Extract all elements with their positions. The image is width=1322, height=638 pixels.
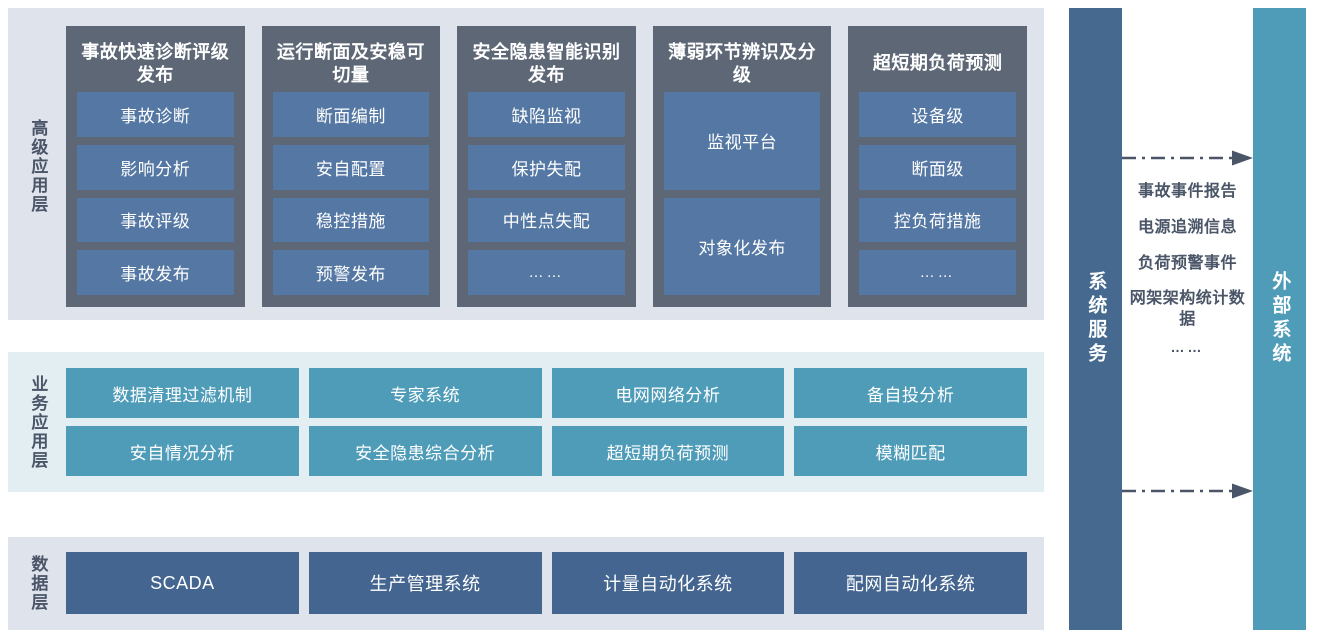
advanced-item[interactable]: 断面编制: [272, 92, 430, 137]
advanced-item[interactable]: 事故诊断: [77, 92, 234, 137]
business-item[interactable]: 模糊匹配: [794, 426, 1027, 476]
flow-message: 网架架构统计数据: [1129, 290, 1246, 329]
data-source-item[interactable]: SCADA: [66, 552, 299, 614]
business-item[interactable]: 电网网络分析: [551, 368, 785, 418]
advanced-item[interactable]: 监视平台: [663, 92, 821, 190]
data-source-item[interactable]: 生产管理系统: [308, 552, 542, 614]
business-item[interactable]: 数据清理过滤机制: [66, 368, 299, 418]
advanced-column-items: 事故诊断 影响分析 事故评级 事故发布: [77, 92, 234, 295]
advanced-item[interactable]: 控负荷措施: [859, 197, 1016, 243]
data-source-item[interactable]: 配网自动化系统: [794, 552, 1027, 614]
business-application-layer-label: 业务应用层: [28, 374, 48, 470]
advanced-item[interactable]: 缺陷监视: [468, 92, 625, 137]
advanced-item[interactable]: 设备级: [859, 92, 1016, 137]
flow-message-ellipsis: ……: [1170, 338, 1205, 355]
business-item[interactable]: 超短期负荷预测: [551, 426, 785, 476]
business-item[interactable]: 安自情况分析: [66, 426, 299, 476]
advanced-item[interactable]: 中性点失配: [468, 197, 625, 243]
advanced-item[interactable]: 事故发布: [77, 250, 234, 295]
business-item[interactable]: 备自投分析: [794, 368, 1027, 418]
flow-message: 负荷预警事件: [1137, 254, 1237, 272]
advanced-item[interactable]: 事故评级: [77, 197, 234, 243]
advanced-item[interactable]: 安自配置: [272, 144, 430, 190]
flow-arrow-top-icon: [1122, 150, 1253, 166]
advanced-column-load-forecast: 超短期负荷预测 设备级 断面级 控负荷措施 ……: [848, 26, 1027, 307]
flow-message: 事故事件报告: [1137, 183, 1237, 200]
business-application-layer: 业务应用层 数据清理过滤机制 专家系统 电网网络分析 备自投分析 安自情况分析 …: [8, 352, 1044, 492]
flow-message-list: 事故事件报告 电源追溯信息 负荷预警事件 网架架构统计数据 ……: [1122, 182, 1253, 356]
advanced-column-title: 事故快速诊断评级发布: [81, 41, 230, 85]
system-service-label: 系统服务: [1085, 271, 1107, 367]
advanced-item[interactable]: 影响分析: [77, 144, 234, 190]
advanced-item-ellipsis[interactable]: ……: [468, 250, 625, 295]
advanced-column-section-stability: 运行断面及安稳可切量 断面编制 安自配置 稳控措施 预警发布: [261, 26, 441, 307]
flow-message: 电源追溯信息: [1137, 218, 1237, 236]
advanced-application-layer-label: 高级应用层: [28, 119, 48, 214]
advanced-column-title: 超短期负荷预测: [872, 53, 1003, 74]
advanced-column-weak-link: 薄弱环节辨识及分级 监视平台 对象化发布: [652, 26, 832, 307]
data-layer-label: 数据层: [28, 554, 48, 612]
advanced-application-layer: 高级应用层 事故快速诊断评级发布 事故诊断 影响分析 事故评级 事故发布 运行断…: [8, 8, 1044, 320]
advanced-column-items: 断面编制 安自配置 稳控措施 预警发布: [272, 92, 430, 295]
flow-region: 事故事件报告 电源追溯信息 负荷预警事件 网架架构统计数据 ……: [1122, 8, 1253, 630]
advanced-item[interactable]: 断面级: [859, 144, 1016, 190]
data-layer-items: SCADA 生产管理系统 计量自动化系统 配网自动化系统: [66, 552, 1036, 614]
external-system-label: 外部系统: [1269, 271, 1291, 367]
advanced-item[interactable]: 保护失配: [468, 144, 625, 190]
advanced-column-title: 薄弱环节辨识及分级: [668, 41, 817, 85]
architecture-layers: 高级应用层 事故快速诊断评级发布 事故诊断 影响分析 事故评级 事故发布 运行断…: [8, 8, 1044, 630]
advanced-column-items: 设备级 断面级 控负荷措施 ……: [859, 92, 1016, 295]
advanced-column-items: 缺陷监视 保护失配 中性点失配 ……: [468, 92, 625, 295]
flow-arrow-bottom-icon: [1122, 483, 1253, 499]
advanced-column-items: 监视平台 对象化发布: [663, 92, 821, 295]
advanced-column-accident-diagnosis: 事故快速诊断评级发布 事故诊断 影响分析 事故评级 事故发布: [66, 26, 245, 307]
advanced-item-ellipsis[interactable]: ……: [859, 250, 1016, 295]
advanced-column-hazard-recognition: 安全隐患智能识别发布 缺陷监视 保护失配 中性点失配 ……: [457, 26, 636, 307]
business-item[interactable]: 安全隐患综合分析: [308, 426, 542, 476]
data-layer: 数据层 SCADA 生产管理系统 计量自动化系统 配网自动化系统: [8, 537, 1044, 630]
system-service-bar[interactable]: 系统服务: [1069, 8, 1122, 630]
business-application-items: 数据清理过滤机制 专家系统 电网网络分析 备自投分析 安自情况分析 安全隐患综合…: [66, 368, 1036, 476]
business-item[interactable]: 专家系统: [308, 368, 542, 418]
advanced-application-columns: 事故快速诊断评级发布 事故诊断 影响分析 事故评级 事故发布 运行断面及安稳可切…: [66, 26, 1036, 307]
advanced-column-title: 安全隐患智能识别发布: [472, 41, 621, 85]
advanced-item[interactable]: 对象化发布: [663, 197, 821, 295]
advanced-item[interactable]: 稳控措施: [272, 197, 430, 243]
external-system-bar[interactable]: 外部系统: [1253, 8, 1306, 630]
data-source-item[interactable]: 计量自动化系统: [551, 552, 785, 614]
advanced-item[interactable]: 预警发布: [272, 250, 430, 295]
advanced-column-title: 运行断面及安稳可切量: [276, 41, 425, 85]
